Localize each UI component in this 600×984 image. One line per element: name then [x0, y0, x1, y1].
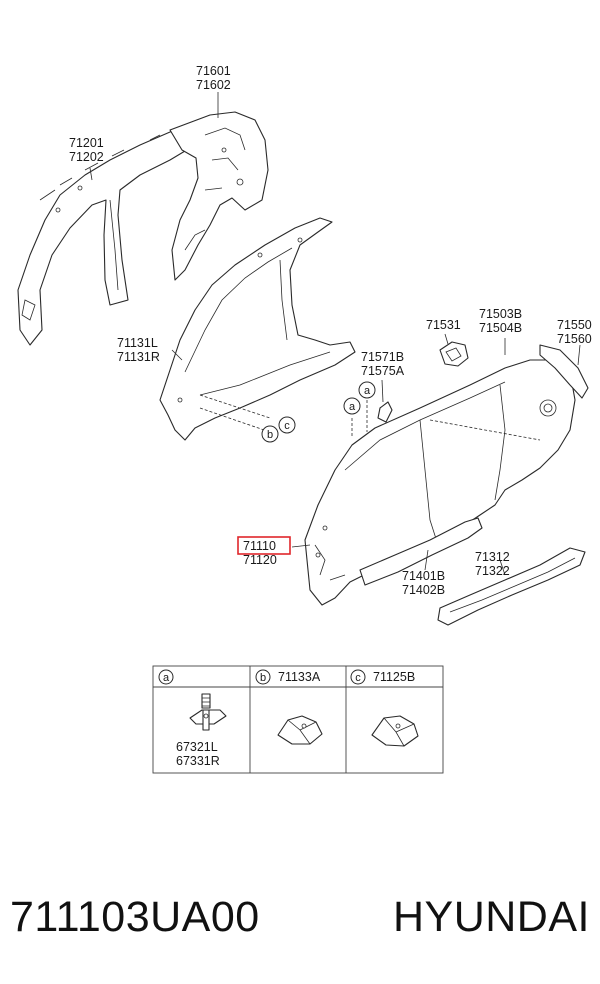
svg-text:b: b [267, 429, 273, 441]
label-71402B: 71402B [402, 583, 445, 597]
inner-side-panel-71131 [159, 217, 356, 441]
legend-table: a b 71133A c 71125B 67321L 67331R [152, 665, 444, 774]
label-71560: 71560 [557, 332, 592, 346]
callout-a-diagram-1: a [343, 397, 361, 415]
label-71550: 71550 [557, 318, 592, 332]
rear-inner-panel-71601 [169, 111, 269, 281]
footer-part-number: 711103UA00 [10, 892, 260, 941]
label-71504B: 71504B [479, 321, 522, 335]
rocker-reinforcement-71312 [437, 547, 586, 626]
legend-a-part-67321L: 67321L [176, 740, 218, 754]
footer-brand: HYUNDAI [392, 892, 590, 941]
label-71312: 71312 [475, 550, 510, 564]
label-71503B: 71503B [479, 307, 522, 321]
label-71601: 71601 [196, 64, 231, 78]
svg-text:c: c [284, 420, 290, 432]
label-71602: 71602 [196, 78, 231, 92]
svg-text:a: a [163, 672, 170, 684]
callout-a-diagram-2: a [358, 381, 376, 399]
legend-header-a: a [158, 669, 174, 685]
label-71531: 71531 [426, 318, 461, 332]
highlight-box-71110 [237, 536, 291, 555]
legend-c-bracket [371, 715, 419, 747]
label-71575A: 71575A [361, 364, 405, 378]
label-71322: 71322 [475, 564, 510, 578]
fuel-filler-housing-71531 [439, 341, 469, 367]
svg-text:a: a [349, 401, 356, 413]
label-71120: 71120 [243, 553, 277, 567]
legend-a-bolt [189, 693, 227, 731]
callout-c-diagram: c [278, 416, 296, 434]
label-71571B: 71571B [361, 350, 404, 364]
leader-lines [89, 92, 581, 576]
legend-b-part: 71133A [278, 670, 321, 684]
inner-pillar-panel-71201 [17, 121, 216, 346]
svg-text:a: a [364, 385, 371, 397]
legend-b-bracket [277, 715, 323, 745]
legend-header-c: c 71125B [350, 669, 415, 685]
legend-a-part-67331R: 67331R [176, 754, 220, 768]
footer: 711103UA00 HYUNDAI [10, 882, 590, 952]
legend-c-part: 71125B [373, 670, 415, 684]
label-71110: 71110 [243, 539, 276, 553]
label-71202: 71202 [69, 150, 104, 164]
svg-text:c: c [355, 672, 361, 684]
svg-text:b: b [260, 672, 266, 684]
legend-header-b: b 71133A [255, 669, 321, 685]
callout-b-diagram: b [261, 425, 279, 443]
rear-quarter-extension-71550 [539, 344, 589, 399]
label-71131L: 71131L [117, 336, 158, 350]
side-sill-71401B [359, 517, 483, 586]
outer-side-panel-71110 [304, 359, 576, 606]
bracket-71571B [377, 401, 393, 423]
label-71401B: 71401B [402, 569, 445, 583]
label-71201: 71201 [69, 136, 104, 150]
label-71131R: 71131R [117, 350, 160, 364]
